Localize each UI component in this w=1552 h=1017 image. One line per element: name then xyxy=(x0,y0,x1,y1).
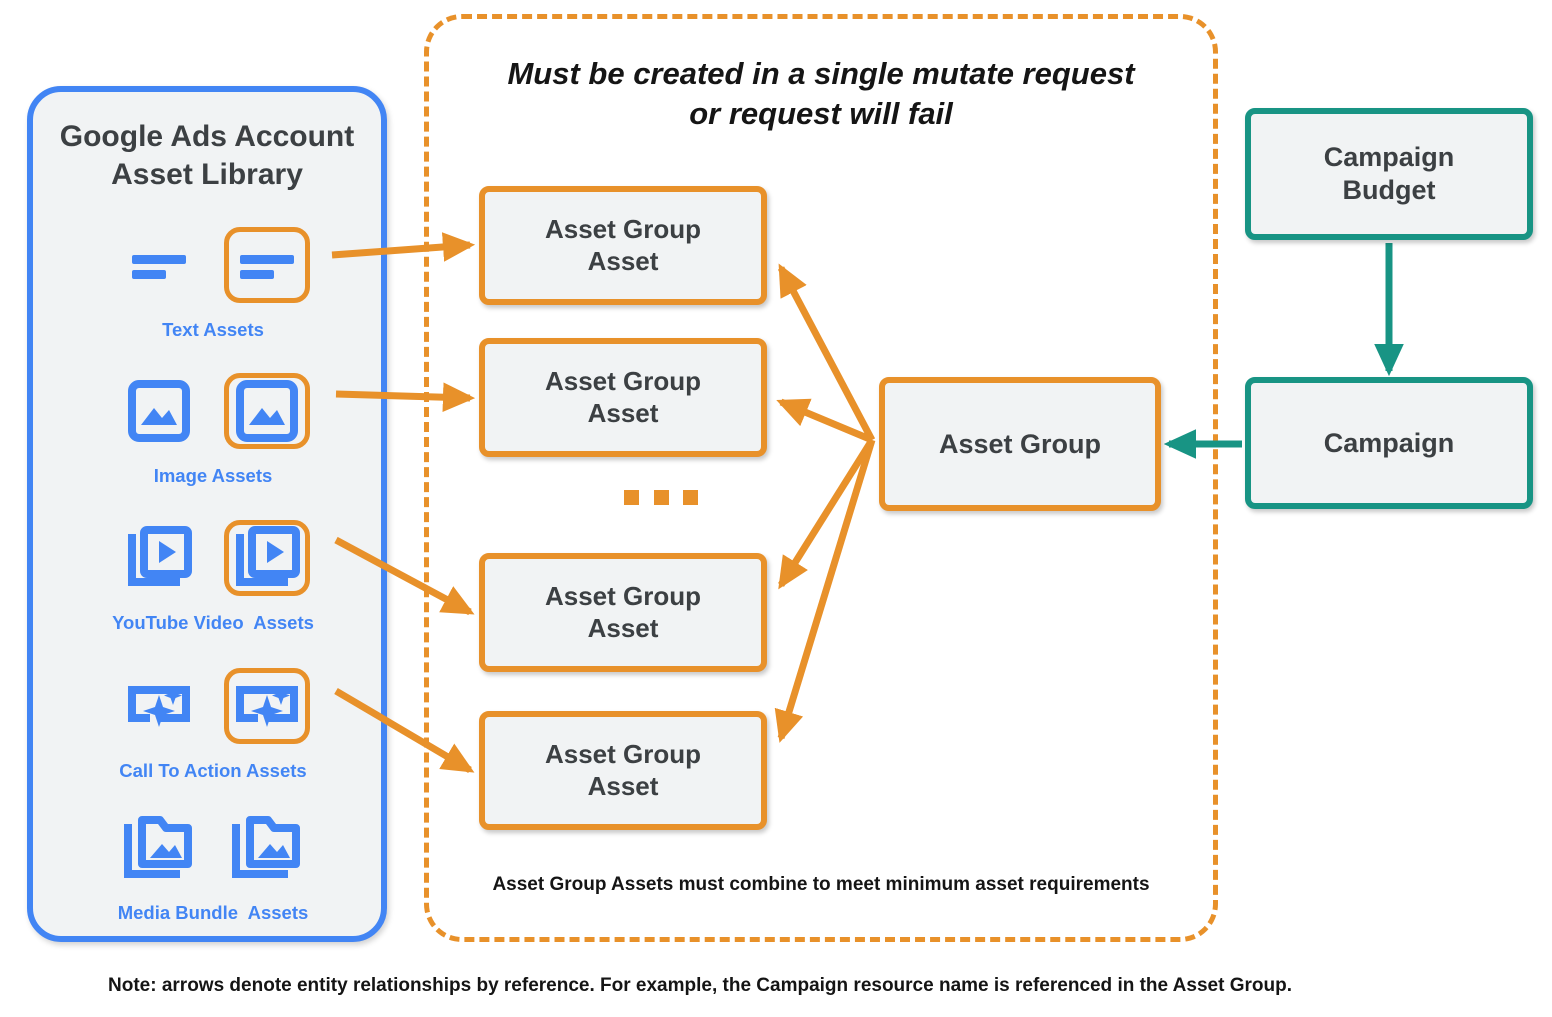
asset-label-image: Image Assets xyxy=(153,465,273,486)
asset-group-asset-label-4: Asset Group Asset xyxy=(544,738,702,801)
campaign-budget-node[interactable]: Campaign Budget xyxy=(1245,108,1533,240)
ellipsis-indicator xyxy=(624,490,698,506)
asset-group-asset-label-3: Asset Group Asset xyxy=(544,580,702,643)
asset-row-text: Text Assets xyxy=(33,217,393,341)
ellipsis-dot-1 xyxy=(624,490,639,505)
asset-label-text: Text Assets xyxy=(162,319,264,340)
media-bundle-icon xyxy=(116,810,202,886)
mutate-request-footnote: Asset Group Assets must combine to meet … xyxy=(492,874,1150,895)
asset-row-cta: Call To Action Assets xyxy=(33,658,393,782)
campaign-node[interactable]: Campaign xyxy=(1245,377,1533,509)
ellipsis-dot-2 xyxy=(653,490,669,505)
asset-label-video: YouTube Video Assets xyxy=(112,612,314,633)
asset-group-label: Asset Group xyxy=(938,428,1102,459)
asset-group-asset-node-4[interactable]: Asset Group Asset xyxy=(479,711,767,830)
asset-row-image: Image Assets xyxy=(33,363,393,487)
asset-icons-cta xyxy=(33,658,393,754)
asset-row-media-bundle: Media Bundle Assets xyxy=(33,800,393,924)
video-stack-icon xyxy=(116,520,202,596)
asset-icons-image xyxy=(33,363,393,459)
campaign-budget-label: Campaign Budget xyxy=(1323,142,1455,205)
ellipsis-dot-3 xyxy=(683,490,698,505)
video-stack-icon-selected[interactable] xyxy=(224,520,310,596)
call-to-action-icon-selected[interactable] xyxy=(224,668,310,744)
asset-group-asset-node-2[interactable]: Asset Group Asset xyxy=(479,338,767,457)
asset-label-media-bundle: Media Bundle Assets xyxy=(117,902,309,923)
mutate-request-heading: Must be created in a single mutate reque… xyxy=(507,56,1135,131)
asset-group-asset-label-2: Asset Group Asset xyxy=(544,365,702,428)
image-icon-selected[interactable] xyxy=(224,373,310,449)
asset-label-cta: Call To Action Assets xyxy=(119,760,307,781)
asset-group-asset-label-1: Asset Group Asset xyxy=(544,213,702,276)
asset-icons-media-bundle xyxy=(33,800,393,896)
asset-icons-text xyxy=(33,217,393,313)
asset-icons-video xyxy=(33,510,393,606)
asset-library-title: Google Ads Account Asset Library xyxy=(59,120,355,191)
call-to-action-icon xyxy=(116,668,202,744)
text-lines-icon-selected[interactable] xyxy=(224,227,310,303)
asset-group-asset-node-3[interactable]: Asset Group Asset xyxy=(479,553,767,672)
asset-row-video: YouTube Video Assets xyxy=(33,510,393,634)
campaign-label: Campaign xyxy=(1323,427,1455,458)
diagram-note: Note: arrows denote entity relationships… xyxy=(108,975,1292,996)
asset-group-asset-node-1[interactable]: Asset Group Asset xyxy=(479,186,767,305)
text-lines-icon xyxy=(116,227,202,303)
media-bundle-icon-2 xyxy=(224,810,310,886)
image-icon xyxy=(116,373,202,449)
asset-group-node[interactable]: Asset Group xyxy=(879,377,1161,511)
asset-library-panel: Google Ads Account Asset Library Text xyxy=(27,86,387,942)
